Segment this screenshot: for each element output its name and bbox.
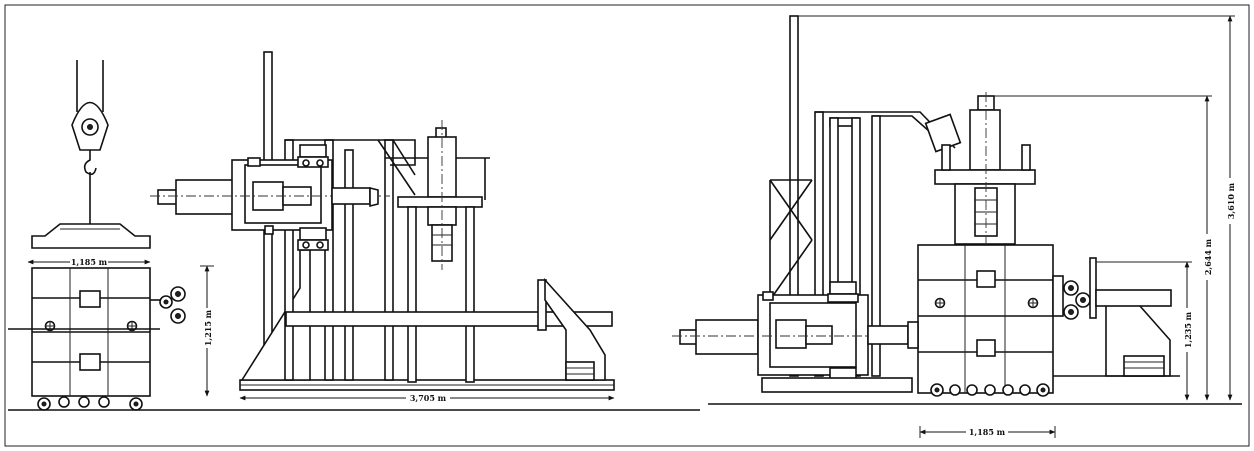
module-window-lower [976,339,996,357]
top-frame [285,139,416,166]
overall-height-dimension-label: 3,610 m [1226,182,1236,219]
clamp-stack [297,144,329,251]
module-window-lower [79,353,101,371]
drawing-frame [4,4,1250,447]
base-frame [761,377,913,393]
height-dimension-label: 1,215 m [203,309,213,346]
post [344,149,354,381]
horizontal-beam [285,311,613,327]
module-wheels [37,396,143,411]
horizontal-actuator [150,157,390,235]
module-window-upper [976,270,996,288]
horizontal-beam [1095,289,1172,307]
lifting-beam [31,223,151,249]
lifted-module-view: 1,185 m 1,215 [8,60,214,411]
horizontal-actuator [672,291,919,376]
module-body [917,244,1054,394]
module-window-upper [79,290,101,308]
module-wheels [930,383,1050,397]
crane-hook-icon [83,150,97,176]
width-dimension-label: 1,185 m [71,257,108,267]
vertical-actuator [934,92,1036,250]
module-width-dimension-label: 1,185 m [969,427,1006,437]
side-clamp [1052,257,1097,320]
spring-pack [565,361,595,381]
module-height-dimension-label: 1,235 m [1183,311,1193,348]
vertical-actuator [397,120,483,383]
vertical-mast [789,15,799,377]
test-rig-side-view: 3,705 m [150,51,615,403]
upper-height-dimension-label: 2,644 m [1203,238,1213,275]
post [384,139,394,381]
side-clamp [150,286,186,324]
spring-pack [1123,355,1165,377]
length-dimension-label: 3,705 m [410,393,447,403]
assembled-rig-view: 1,235 m 2,644 m 3,610 m 1,185 m [672,15,1242,438]
